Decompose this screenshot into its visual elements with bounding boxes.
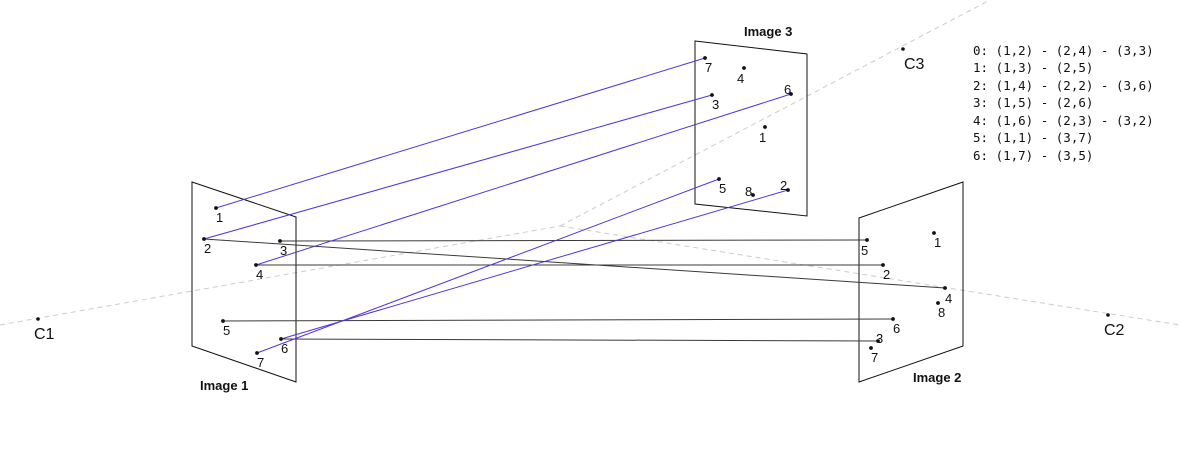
image-2-point-label: 6 <box>893 321 900 336</box>
image-2-point-2 <box>881 263 885 267</box>
image-1-plane <box>191 181 297 383</box>
image-2-plane <box>858 181 964 383</box>
track-item: 1: (1,3) - (2,5) <box>973 60 1093 75</box>
match-line-1-7-to-3-5 <box>256 178 720 354</box>
track-item: 6: (1,7) - (3,5) <box>973 148 1093 163</box>
camera-ray <box>0 225 561 326</box>
image-3-point-5 <box>717 177 721 181</box>
match-line-1-2-to-3-3 <box>203 94 713 240</box>
track-list: 0: (1,2) - (2,4) - (3,3) 1: (1,3) - (2,5… <box>973 43 1154 163</box>
image-3-point-4 <box>742 66 746 70</box>
image-1-point-7 <box>255 351 259 355</box>
track-item: 3: (1,5) - (2,6) <box>973 95 1093 110</box>
camera-ray <box>559 225 1180 326</box>
track-item: 0: (1,2) - (2,4) - (3,3) <box>973 43 1154 58</box>
image-3-point-1 <box>763 125 767 129</box>
image-3-point-label: 8 <box>745 184 752 199</box>
image-1-point-label: 5 <box>223 323 230 338</box>
image-3-point-label: 2 <box>780 178 787 193</box>
camera-rays <box>0 0 1180 326</box>
image-3-point-6 <box>789 92 793 96</box>
match-line-1-4-to-3-6 <box>255 93 792 266</box>
image-1-title: Image 1 <box>200 378 248 393</box>
match-lines <box>203 57 946 354</box>
image-2-point-4 <box>943 286 947 290</box>
match-line-1-2-to-2-4 <box>203 238 946 289</box>
camera-c1-point <box>36 317 40 321</box>
image-2-point-label: 2 <box>883 267 890 282</box>
image-1-point-3 <box>278 239 282 243</box>
image-1-point-5 <box>221 319 225 323</box>
image-3-point-label: 4 <box>737 71 744 86</box>
match-line-1-3-to-2-5 <box>279 239 868 242</box>
image-3-point-label: 6 <box>784 82 791 97</box>
image-1-point-4 <box>254 263 258 267</box>
camera-c3-label: C3 <box>904 56 925 73</box>
track-item: 4: (1,6) - (2,3) - (3,2) <box>973 113 1154 128</box>
image-2-point-6 <box>891 317 895 321</box>
image-2-point-5 <box>865 238 869 242</box>
match-line-1-1-to-3-7 <box>215 57 706 209</box>
image-3-point-label: 7 <box>705 60 712 75</box>
image-2-point-label: 3 <box>876 331 883 346</box>
image-1-point-label: 7 <box>257 355 264 370</box>
image-2-point-label: 4 <box>945 291 952 306</box>
match-line-1-6-to-2-3 <box>280 338 879 342</box>
image-2-point-label: 1 <box>934 235 941 250</box>
image-2-point-3 <box>876 339 880 343</box>
image-3-point-2 <box>786 188 790 192</box>
image-1-point-label: 6 <box>281 341 288 356</box>
image-2-point-label: 8 <box>938 305 945 320</box>
image-3-point-8 <box>751 193 755 197</box>
image-1-point-label: 2 <box>204 241 211 256</box>
image-3-title: Image 3 <box>744 24 792 39</box>
image-1-point-label: 1 <box>216 210 223 225</box>
camera-c3-point <box>901 47 905 51</box>
image-2-point-7 <box>869 346 873 350</box>
image-2-point-8 <box>936 301 940 305</box>
track-item: 2: (1,4) - (2,2) - (3,6) <box>973 78 1154 93</box>
image-3-point-7 <box>703 56 707 60</box>
image-1-point-label: 4 <box>256 267 263 282</box>
match-line-1-5-to-2-6 <box>222 318 894 322</box>
image-3-point-3 <box>710 93 714 97</box>
image-1-point-2 <box>202 237 206 241</box>
image-3-point-label: 3 <box>712 97 719 112</box>
image-1-point-1 <box>214 206 218 210</box>
image-1-point-label: 3 <box>280 243 287 258</box>
image-1-point-6 <box>279 337 283 341</box>
image-2-point-label: 7 <box>871 350 878 365</box>
image-3-point-label: 1 <box>759 130 766 145</box>
image-3-point-label: 5 <box>719 181 726 196</box>
camera-c1-label: C1 <box>34 326 55 343</box>
image-2-point-label: 5 <box>861 243 868 258</box>
track-item: 5: (1,1) - (3,7) <box>973 130 1093 145</box>
camera-c2-point <box>1106 313 1110 317</box>
image-3-plane <box>694 40 808 217</box>
camera-c2-label: C2 <box>1104 322 1125 339</box>
image-2-title: Image 2 <box>913 370 961 385</box>
image-2-point-1 <box>932 231 936 235</box>
match-line-1-6-to-3-2 <box>280 189 789 340</box>
